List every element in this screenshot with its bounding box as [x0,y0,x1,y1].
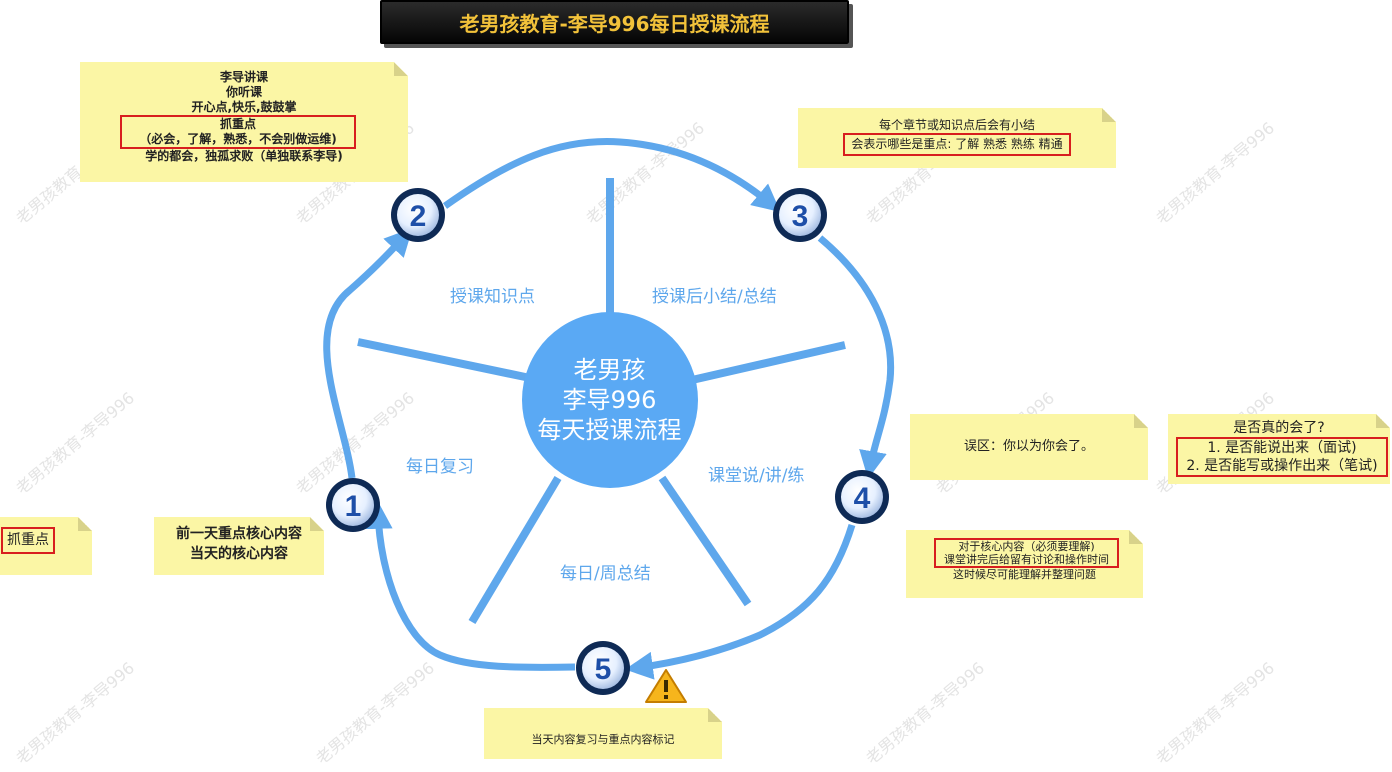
note-chapter-highlight: 会表示哪些是重点: 了解 熟悉 熟练 精通 [843,133,1070,156]
note-mistake: 误区：你以为你会了。 [910,414,1148,480]
spoke-lower-right [658,475,752,607]
note-really-line-1: 是否真的会了? [1233,420,1325,436]
note-core-line-3: 这时候尽可能理解并整理问题 [953,568,1096,581]
step-5: 5 [576,641,630,695]
note-lecture-line-6: 学的都会，独孤求败（单独联系李导) [145,149,343,163]
note-grasp-key: 抓重点 [0,517,92,575]
warning-triangle-icon [645,669,687,703]
arrow-5-to-1 [364,500,576,671]
note-chapter-line-1: 每个章节或知识点后会有小结 [878,118,1035,132]
arrow-3-to-4 [817,235,895,480]
note-lecture-highlight: 抓重点 （必会，了解，熟悉，不会别做运维) [120,115,356,149]
note-lecture-line-1: 李导讲课 [219,70,268,84]
note-really-highlight: 1. 是否能说出来（面试) 2. 是否能写或操作出来（笔试) [1176,437,1388,477]
step-4: 4 [835,470,889,524]
note-core-content: 对于核心内容（必须要理解) 课堂讲完后给留有讨论和操作时间 这时候尽可能理解并整… [906,530,1143,598]
arrow-2-to-3 [442,138,781,213]
note-grasp-highlight: 抓重点 [1,527,55,554]
note-lecture-line-5: （必会，了解，熟悉，不会别做运维) [139,132,337,146]
note-lecture-line-2: 你听课 [225,85,262,99]
note-key-content: 前一天重点核心内容 当天的核心内容 [154,517,324,575]
step-2: 2 [391,188,445,242]
step-1-label: 1 [345,490,362,523]
note-core-line-2: 课堂讲完后给留有讨论和操作时间 [944,553,1109,566]
spoke-upper-right [691,341,846,384]
arrow-4-to-5 [624,523,856,680]
note-core-highlight: 对于核心内容（必须要理解) 课堂讲完后给留有讨论和操作时间 [934,538,1119,568]
note-daily-review: 当天内容复习与重点内容标记 [484,708,722,759]
spoke-lower-left [468,475,562,625]
center-line-3: 每天授课流程 [537,416,682,444]
segment-label-summary: 授课后小结/总结 [652,287,777,307]
diagram-title: 老男孩教育-李导996每日授课流程 [380,0,849,44]
step-2-label: 2 [410,200,427,233]
note-really-learned: 是否真的会了? 1. 是否能说出来（面试) 2. 是否能写或操作出来（笔试) [1168,414,1390,484]
note-key-line-2: 当天的核心内容 [190,546,288,562]
note-core-line-1: 对于核心内容（必须要理解) [958,540,1095,553]
segment-label-practice: 课堂说/讲/练 [708,466,805,486]
step-3: 3 [773,188,827,242]
step-3-label: 3 [792,200,809,233]
arrow-1-to-2 [323,227,413,479]
step-5-label: 5 [595,653,612,686]
segment-label-review: 每日复习 [406,457,474,477]
note-lecture-line-4: 抓重点 [219,117,256,131]
note-lecture: 李导讲课 你听课 开心点,快乐,鼓鼓掌 抓重点 （必会，了解，熟悉，不会别做运维… [80,62,408,182]
note-key-line-1: 前一天重点核心内容 [176,526,302,542]
note-really-line-3: 2. 是否能写或操作出来（笔试) [1186,458,1378,474]
center-line-2: 李导996 [562,386,657,414]
step-4-label: 4 [854,482,871,515]
center-circle [522,312,698,488]
center-line-1: 老男孩 [573,356,646,384]
note-chapter-summary: 每个章节或知识点后会有小结 会表示哪些是重点: 了解 熟悉 熟练 精通 [798,108,1116,168]
note-lecture-line-3: 开心点,快乐,鼓鼓掌 [191,100,297,114]
spoke-upper-left [357,338,531,382]
note-really-line-2: 1. 是否能说出来（面试) [1207,440,1357,456]
center-label: 老男孩 李导996 每天授课流程 [522,355,697,445]
step-1: 1 [326,478,380,532]
segment-label-weekly: 每日/周总结 [560,564,651,584]
segment-label-teaching: 授课知识点 [450,287,535,307]
